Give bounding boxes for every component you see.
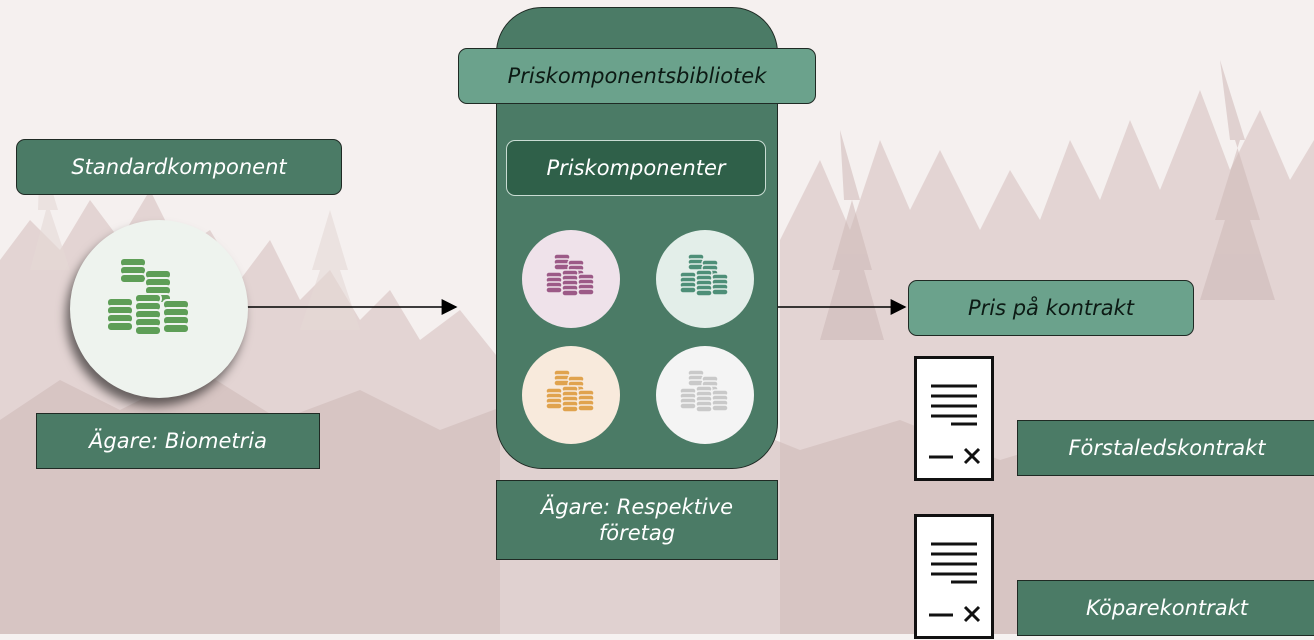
coin-stack-icon <box>679 253 729 297</box>
coin-stack-icon <box>679 369 729 413</box>
contract-document-icon <box>914 356 994 481</box>
coin-stack-icon <box>545 369 595 413</box>
standard-component-label: Standardkomponent <box>16 139 342 195</box>
owner-companies-label: Ägare: Respektive företag <box>496 480 778 560</box>
owner-companies-line1: Ägare: Respektive <box>540 495 734 519</box>
standard-component-coin-circle <box>70 220 248 398</box>
coin-stack-icon <box>545 253 595 297</box>
price-components-label: Priskomponenter <box>506 140 766 196</box>
coin-stack-icon <box>106 257 190 336</box>
coin-circle-teal <box>656 230 754 328</box>
coin-circle-orange <box>522 346 620 444</box>
owner-biometria-label: Ägare: Biometria <box>36 413 320 469</box>
coin-circle-grey <box>656 346 754 444</box>
contract-document-icon <box>914 514 994 639</box>
first-stage-contract-label: Förstaledskontrakt <box>1017 420 1314 476</box>
owner-companies-line2: företag <box>598 521 676 545</box>
price-on-contract-label: Pris på kontrakt <box>908 280 1194 336</box>
buyer-contract-label: Köparekontrakt <box>1017 580 1314 636</box>
library-title-label: Priskomponentsbibliotek <box>458 48 816 104</box>
coin-circle-purple <box>522 230 620 328</box>
